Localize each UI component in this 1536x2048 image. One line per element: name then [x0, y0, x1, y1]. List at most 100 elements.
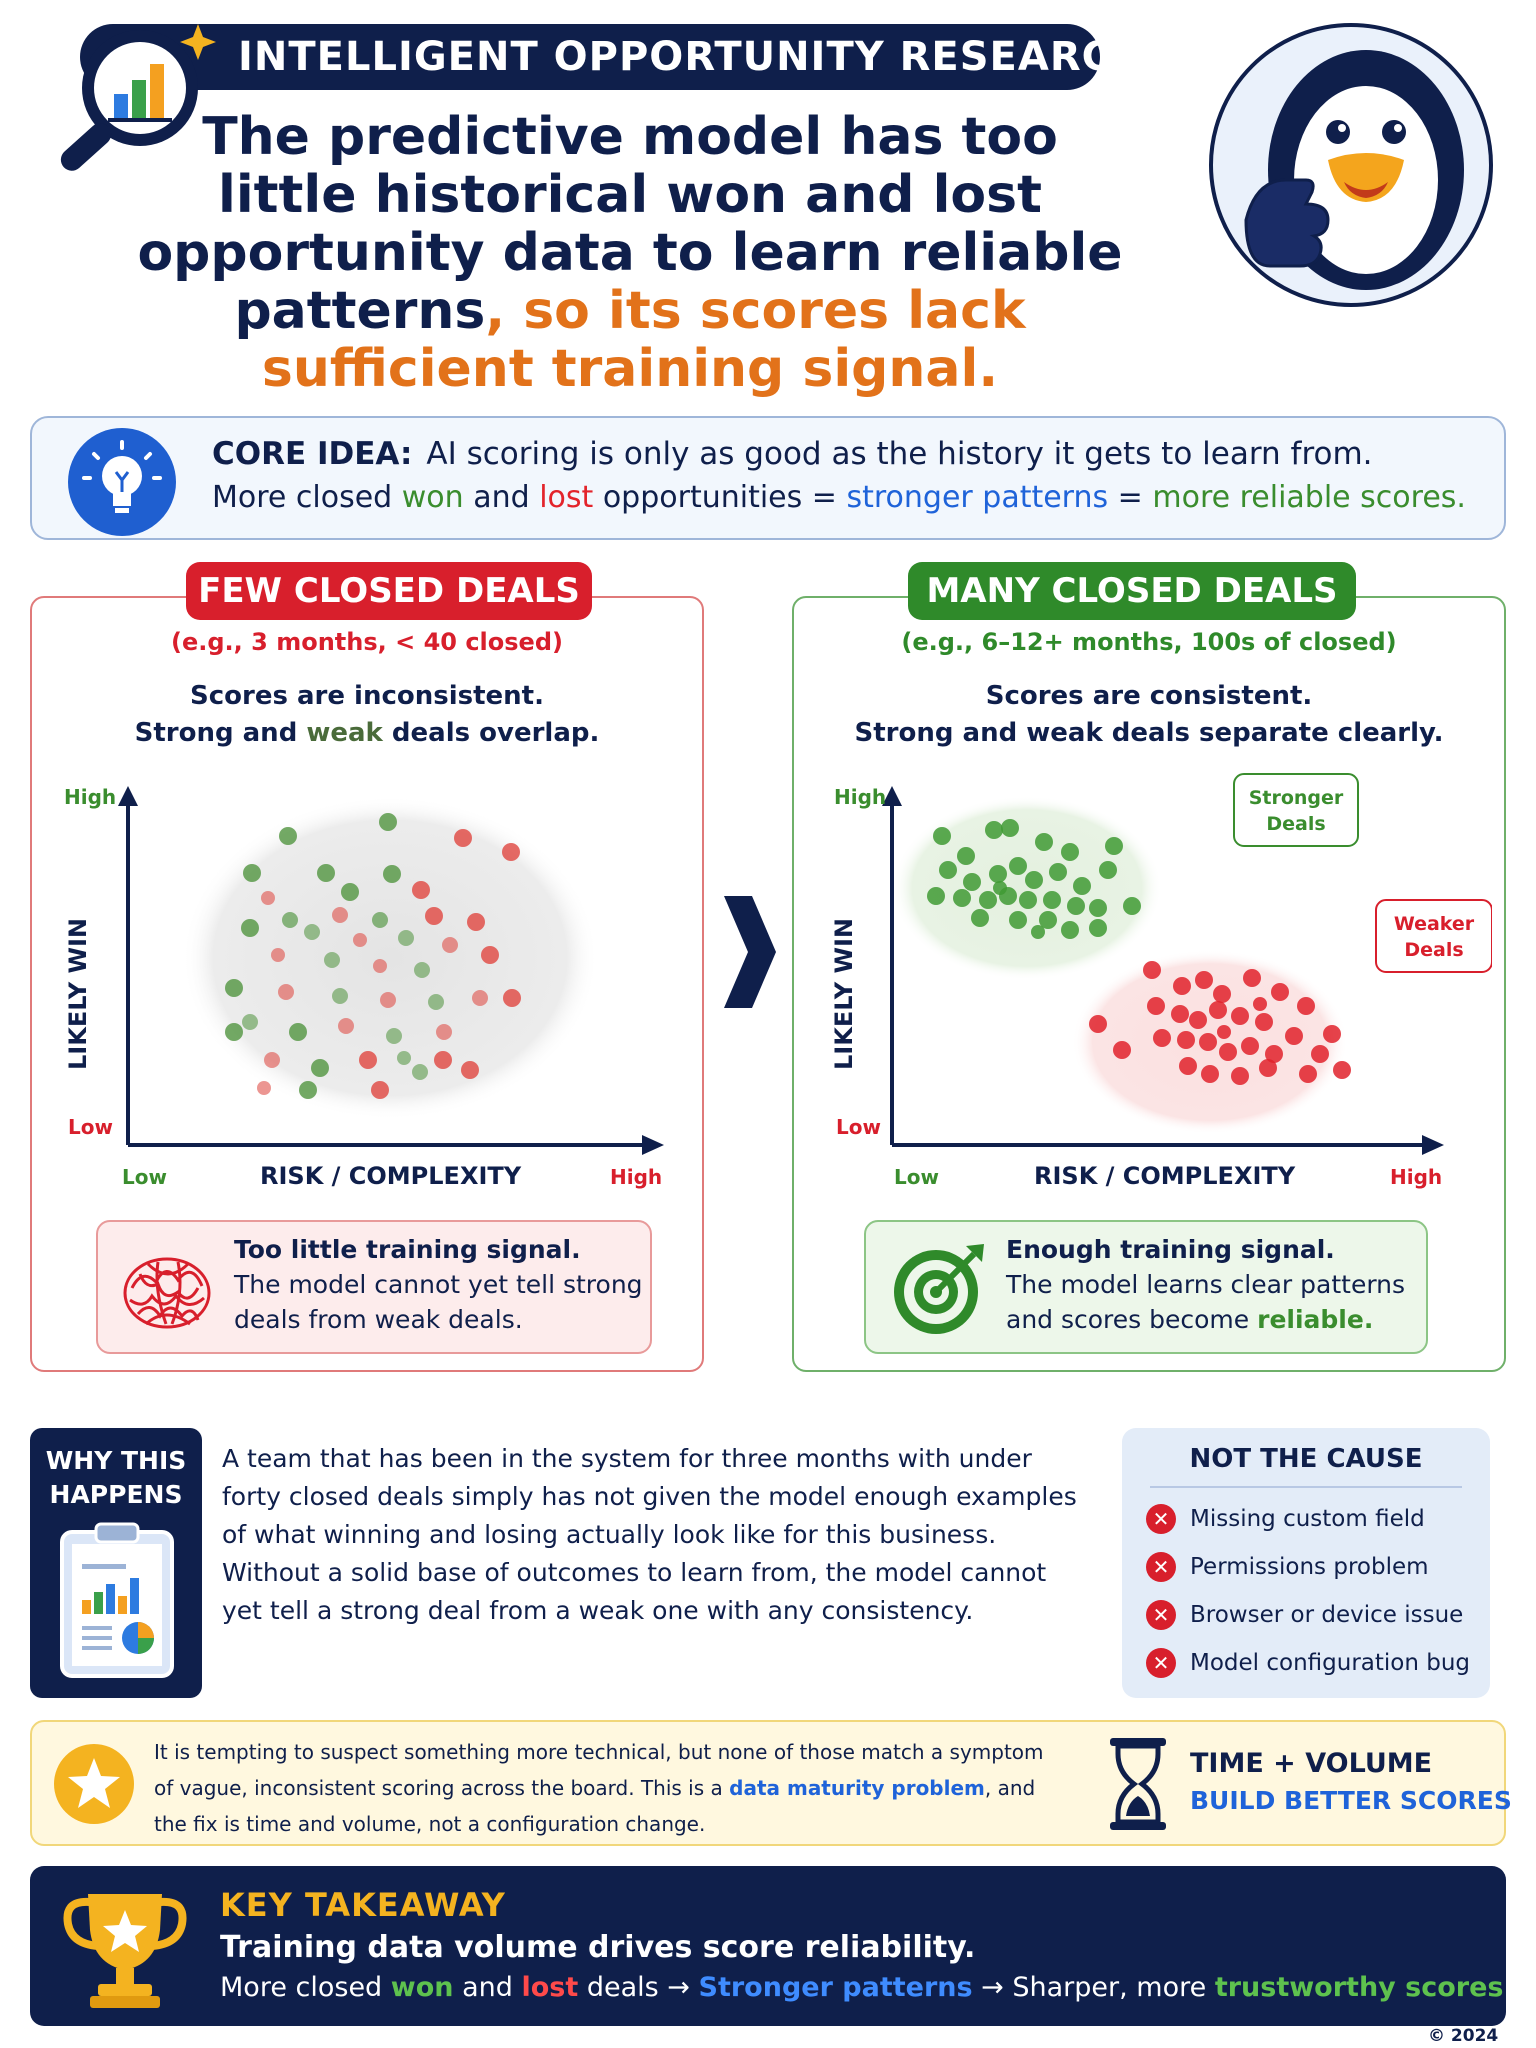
- weaker-deals-label-1: Weaker: [1394, 913, 1475, 935]
- scatter-point: [1089, 899, 1107, 917]
- scatter-point: [386, 1028, 402, 1044]
- scatter-point: [1147, 997, 1165, 1015]
- scatter-point: [472, 990, 488, 1006]
- not-the-cause-title: NOT THE CAUSE: [1189, 1444, 1423, 1474]
- not-the-cause-divider: [1150, 1486, 1462, 1488]
- scatter-point: [414, 962, 430, 978]
- scatter-point: [373, 959, 387, 973]
- scatter-point: [359, 1051, 377, 1069]
- not-the-cause-label: Browser or device issue: [1190, 1602, 1464, 1628]
- key-takeaway-title: KEY TAKEAWAY: [220, 1886, 506, 1924]
- scatter-point: [503, 989, 521, 1007]
- core-idea-panel: [30, 416, 1506, 540]
- why-explanation: A team that has been in the system for t…: [222, 1444, 1077, 1625]
- header-banner-title: INTELLIGENT OPPORTUNITY RESEARCH: [238, 34, 1147, 80]
- tempting-text: , and the fix is time and volume, not a …: [154, 1776, 1036, 1836]
- scatter-point: [1105, 837, 1123, 855]
- scatter-point: [1035, 833, 1053, 851]
- y-axis-arrow: [118, 786, 138, 806]
- scatter-point: [467, 913, 485, 931]
- lost-word: lost: [539, 480, 594, 515]
- why-title: WHY THIS HAPPENS: [30, 1444, 202, 1512]
- scatter-point: [332, 907, 348, 923]
- many-callout-heading: Enough training signal.: [1006, 1235, 1335, 1264]
- kt-text: More closed: [220, 1972, 391, 2003]
- scatter-point: [1231, 1007, 1249, 1025]
- x-low-label: Low: [894, 1165, 939, 1189]
- weaker-deals-tag: [1375, 899, 1492, 973]
- weaker-deals-label-2: Deals: [1404, 939, 1463, 961]
- not-the-cause-item: ✕Missing custom field: [1146, 1504, 1425, 1534]
- scatter-point: [1099, 861, 1117, 879]
- x-axis-title: RISK / COMPLEXITY: [260, 1162, 522, 1190]
- scatter-point: [1255, 1013, 1273, 1031]
- few-closed-deals-title: FEW CLOSED DEALS: [186, 562, 592, 620]
- few-desc-text: Strong and: [134, 718, 307, 748]
- headline-primary: The predictive model has too little hist…: [137, 107, 1123, 341]
- scatter-point: [985, 821, 1003, 839]
- y-axis-title: LIKELY WIN: [64, 918, 92, 1070]
- scatter-point: [993, 881, 1007, 895]
- scatter-point: [461, 1061, 479, 1079]
- few-desc-line-1: Scores are inconsistent.: [190, 681, 544, 711]
- scatter-point: [324, 952, 340, 968]
- x-circle-icon: ✕: [1146, 1552, 1176, 1582]
- scatter-point: [1061, 921, 1079, 939]
- scatter-point: [1201, 1065, 1219, 1083]
- scatter-point: [939, 861, 957, 879]
- core-text: opportunities =: [593, 480, 847, 515]
- few-dots-group: [225, 813, 521, 1099]
- scatter-point: [225, 979, 243, 997]
- scatter-point: [338, 1018, 354, 1034]
- won-word: won: [401, 480, 464, 515]
- many-callout-text-part: The model learns clear patterns and scor…: [1006, 1270, 1406, 1334]
- not-the-cause-item: ✕Permissions problem: [1146, 1552, 1429, 1582]
- scatter-point: [454, 829, 472, 847]
- x-circle-icon: ✕: [1146, 1600, 1176, 1630]
- scatter-point: [989, 865, 1007, 883]
- scatter-point: [971, 909, 989, 927]
- y-low-label: Low: [836, 1115, 881, 1139]
- stronger-deals-tag: [1233, 773, 1359, 847]
- scatter-point: [1067, 897, 1085, 915]
- few-deals-scatter-chart: High Low LIKELY WIN Low RISK / COMPLEXIT…: [64, 785, 664, 1190]
- x-axis-arrow: [1422, 1135, 1444, 1155]
- key-takeaway-flow: More closed won and lost deals → Stronge…: [220, 1972, 1512, 2003]
- scatter-point: [379, 813, 397, 831]
- few-desc-weak-word: weak: [306, 718, 383, 748]
- scatter-point: [1073, 877, 1091, 895]
- scatter-point: [371, 1081, 389, 1099]
- core-idea-statement: AI scoring is only as good as the histor…: [426, 436, 1373, 472]
- few-callout: [96, 1220, 652, 1354]
- few-desc-text: deals overlap.: [382, 718, 600, 748]
- scatter-point: [1019, 891, 1037, 909]
- scatter-point: [380, 992, 396, 1008]
- many-desc-line-1: Scores are consistent.: [985, 681, 1313, 711]
- target-icon: [894, 1244, 984, 1334]
- core-idea-line-1: CORE IDEA:AI scoring is only as good as …: [212, 436, 1373, 472]
- scatter-point: [1153, 1029, 1171, 1047]
- scatter-point: [1253, 997, 1267, 1011]
- scatter-point: [979, 891, 997, 909]
- not-the-cause-item: ✕ Browser or device issue: [1146, 1600, 1463, 1630]
- core-text: More closed: [212, 480, 402, 515]
- many-callout-body: The model learns clear patterns and scor…: [1006, 1267, 1426, 1337]
- star-icon: [54, 1744, 134, 1824]
- scatter-point: [1031, 925, 1045, 939]
- kt-lost-word: lost: [521, 1972, 579, 2003]
- scatter-point: [436, 1024, 452, 1040]
- y-axis-title: LIKELY WIN: [830, 918, 858, 1070]
- not-the-cause-label: Missing custom field: [1190, 1506, 1425, 1532]
- magnifier-chart-icon: [60, 24, 216, 171]
- scatter-point: [241, 919, 259, 937]
- many-description: Scores are consistent. Strong and weak d…: [792, 678, 1506, 752]
- scatter-point: [304, 924, 320, 940]
- scatter-point: [332, 988, 348, 1004]
- scatter-point: [257, 1081, 271, 1095]
- scatter-point: [933, 827, 951, 845]
- scatter-point: [372, 912, 388, 928]
- scatter-point: [412, 881, 430, 899]
- scatter-point: [1219, 1043, 1237, 1061]
- why-title-line-1: WHY THIS: [45, 1446, 187, 1475]
- scatter-point: [1259, 1059, 1277, 1077]
